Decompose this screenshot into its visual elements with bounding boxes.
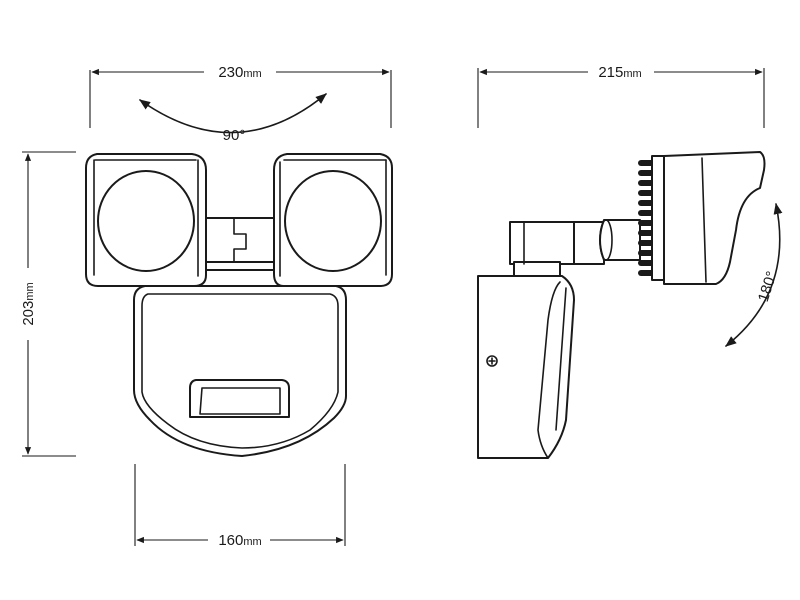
height-dimension: 203mm xyxy=(20,151,76,457)
front-width-label: 230mm xyxy=(218,64,261,81)
tilt-180-label: 180° xyxy=(755,269,781,304)
side-wall-bracket xyxy=(477,275,575,459)
side-lamp-head xyxy=(663,151,766,285)
sensor-base xyxy=(133,285,347,457)
base-width-dimension: 160mm xyxy=(134,464,346,549)
base-width-label: 160mm xyxy=(218,532,261,549)
side-depth-dimension: 215mm xyxy=(477,64,765,128)
rotation-arc-90: 90° xyxy=(139,93,327,144)
front-view: 230mm 90° 203mm xyxy=(20,64,393,549)
side-heat-sink xyxy=(638,155,668,281)
left-lamp-head xyxy=(85,153,207,287)
right-lamp-head xyxy=(273,153,393,287)
center-joint xyxy=(205,217,275,271)
rotation-90-label: 90° xyxy=(223,127,246,144)
side-swivel-arm xyxy=(509,219,641,277)
side-view: 215mm xyxy=(477,64,783,459)
side-depth-label: 215mm xyxy=(598,64,641,81)
height-label: 203mm xyxy=(20,282,37,325)
front-width-dimension: 230mm xyxy=(89,64,392,128)
